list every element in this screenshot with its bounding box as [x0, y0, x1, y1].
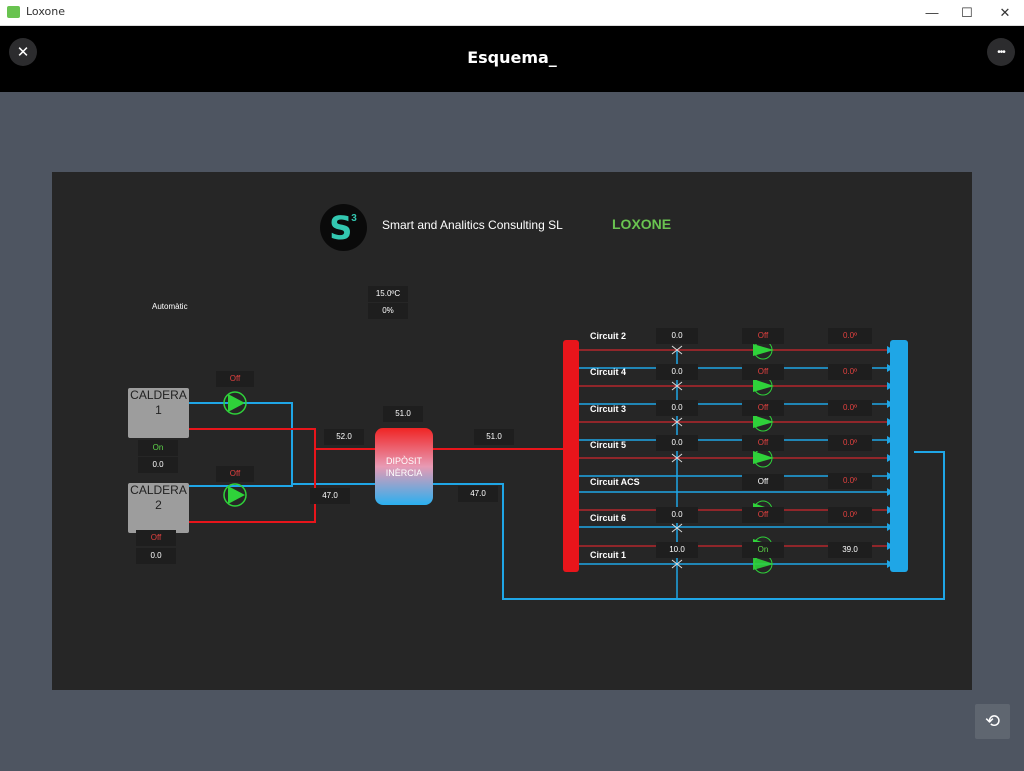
- boiler-1-pump-status: Off: [216, 371, 254, 387]
- circuit-pump-status: Off: [742, 400, 784, 416]
- circuit-label: Circuit 2: [590, 331, 627, 341]
- circuit-label: Circuit ACS: [590, 477, 640, 487]
- tank-return-temp: 47.0: [458, 486, 498, 502]
- tank-supply-temp: 51.0: [474, 429, 514, 445]
- circuit-valve: 0.0: [656, 435, 698, 451]
- circuit-temp: 0.0º: [828, 507, 872, 523]
- boiler-1-value: 0.0: [138, 457, 178, 473]
- boiler-2-status: Off: [136, 530, 176, 546]
- close-icon[interactable]: ✕: [9, 38, 37, 66]
- window-title: Loxone: [26, 5, 65, 18]
- window-close-button[interactable]: ✕: [999, 4, 1011, 20]
- circuit-valve: 0.0: [656, 507, 698, 523]
- return-collector: [890, 340, 908, 572]
- circuit-pump-status: Off: [742, 474, 784, 490]
- circuit-pump-status: Off: [742, 328, 784, 344]
- minimize-button[interactable]: —: [925, 5, 939, 20]
- company-name: Smart and Analitics Consulting SL: [382, 218, 563, 232]
- pipe-diagram: [189, 340, 945, 600]
- boiler-2[interactable]: CALDERA 2: [128, 483, 189, 533]
- reset-icon[interactable]: ⟲: [975, 704, 1010, 739]
- circuit-temp: 0.0º: [828, 473, 872, 489]
- circuit-label: Circuit 6: [590, 513, 627, 523]
- tank-top-temp: 51.0: [383, 406, 423, 422]
- circuit-label: Circuit 4: [590, 367, 627, 377]
- circuit-temp: 0.0º: [828, 435, 872, 451]
- circuit-label: Circuit 5: [590, 440, 627, 450]
- boiler-supply-temp: 52.0: [324, 429, 364, 445]
- circuit-valve: 0.0: [656, 400, 698, 416]
- circuit-temp: 0.0º: [828, 328, 872, 344]
- circuit-valve: 0.0: [656, 328, 698, 344]
- window-titlebar: Loxone — ☐ ✕: [0, 0, 1024, 26]
- setpoint-value: 15.0ºC: [368, 286, 408, 302]
- circuit-valve: 0.0: [656, 364, 698, 380]
- mode-label: Automàtic: [152, 302, 188, 311]
- boiler-return-temp: 47.0: [310, 488, 350, 504]
- loxone-brand: LOXONE: [612, 216, 672, 232]
- circuit-label: Circuit 3: [590, 404, 627, 414]
- circuit-label: Circuit 1: [590, 550, 627, 560]
- boiler-pump-icon: [223, 391, 247, 507]
- page-title: Esquema_: [467, 48, 557, 67]
- circuit-temp: 0.0º: [828, 364, 872, 380]
- boiler-1[interactable]: CALDERA 1: [128, 388, 189, 438]
- circuit-temp: 39.0: [828, 542, 872, 558]
- boiler-2-pump-status: Off: [216, 466, 254, 482]
- circuit-pump-status: Off: [742, 364, 784, 380]
- percent-value: 0%: [368, 303, 408, 319]
- circuit-temp: 0.0º: [828, 400, 872, 416]
- loxone-app-icon: [7, 6, 20, 18]
- more-options-icon[interactable]: •••: [987, 38, 1015, 66]
- circuit-pump-status: On: [742, 542, 784, 558]
- maximize-button[interactable]: ☐: [961, 4, 973, 20]
- circuit-valve: 10.0: [656, 542, 698, 558]
- circuit-pump-status: Off: [742, 435, 784, 451]
- app-header: ✕ Esquema_ •••: [0, 26, 1024, 92]
- circuit-pump-status: Off: [742, 507, 784, 523]
- boiler-2-value: 0.0: [136, 548, 176, 564]
- boiler-1-status: On: [138, 440, 178, 456]
- supply-collector: [563, 340, 579, 572]
